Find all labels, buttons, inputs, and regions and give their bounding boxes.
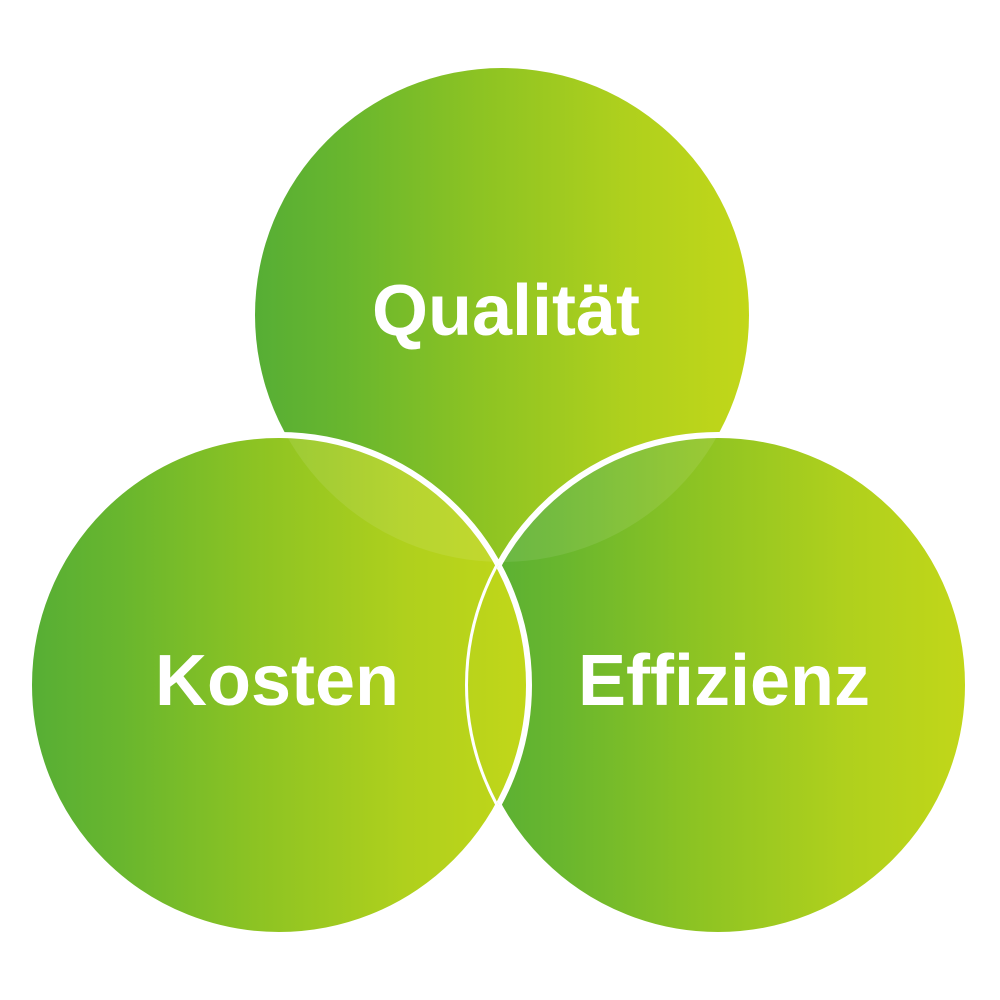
label-kosten: Kosten	[155, 641, 399, 721]
circle-group-qualitaet[interactable]	[255, 68, 749, 562]
overlap-edge-kosten-over-effizienz	[468, 435, 532, 935]
label-effizienz: Effizienz	[578, 641, 870, 721]
label-qualitaet: Qualität	[372, 271, 640, 351]
circle-qualitaet[interactable]	[255, 68, 749, 562]
